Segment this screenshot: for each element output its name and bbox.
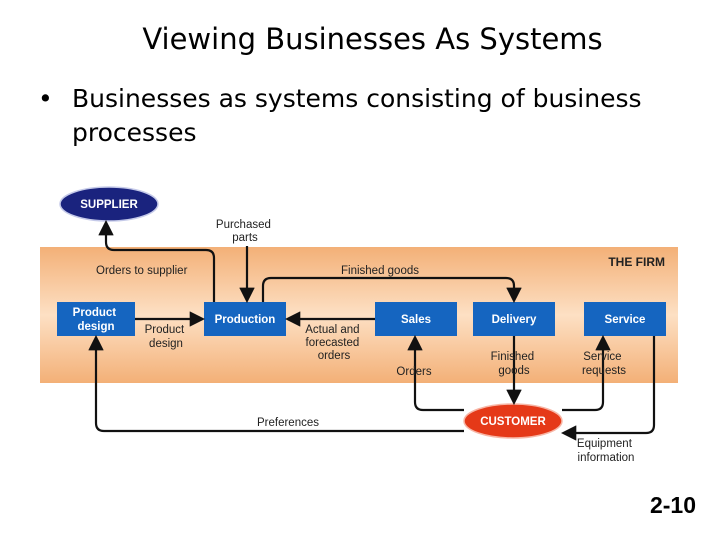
delivery-label: Delivery — [492, 314, 537, 326]
service-label: Service — [605, 314, 646, 326]
service-requests-label-line-1: Service — [583, 351, 621, 363]
actual-forecasted-orders-label: Actual and forecasted orders — [305, 324, 363, 362]
slide-title: Viewing Businesses As Systems — [142, 22, 603, 56]
sales-node[interactable] — [375, 302, 457, 336]
purchased-parts-label-line-2: parts — [232, 232, 258, 244]
production-node[interactable] — [204, 302, 286, 336]
orders-arrow — [407, 334, 464, 412]
firm-band — [40, 247, 678, 383]
production-label: Production — [215, 314, 276, 326]
finished-goods-bottom-label-line-1: Finished — [491, 351, 534, 363]
bullet-text: Businesses as systems consisting of busi… — [72, 84, 642, 147]
purchased-parts-label: Purchased parts — [216, 219, 274, 244]
equipment-information-label-line-2: information — [578, 452, 635, 464]
sales-label: Sales — [401, 314, 431, 326]
preferences-label: Preferences — [257, 417, 319, 429]
actual-forecasted-orders-label-line-2: forecasted — [306, 337, 360, 349]
customer-label: CUSTOMER — [480, 416, 546, 428]
product-design-flow-label: Product design — [145, 324, 188, 350]
equipment-information-label-line-1: Equipment — [577, 438, 633, 450]
actual-forecasted-orders-label-line-3: orders — [318, 350, 351, 362]
equipment-information-arrow — [560, 336, 656, 441]
bullet-dot: • — [38, 84, 53, 113]
product-design-label-line-1: Product — [73, 307, 117, 319]
service-node[interactable] — [584, 302, 666, 336]
orders-to-supplier-arrow — [98, 219, 216, 302]
service-requests-arrow — [562, 334, 611, 412]
product-design-label-line-2: design — [77, 321, 114, 333]
preferences-arrow — [88, 334, 464, 433]
orders-label: Orders — [396, 366, 431, 378]
equipment-information-label: Equipment information — [577, 438, 635, 464]
delivery-node[interactable] — [473, 302, 555, 336]
firm-label: THE FIRM — [608, 255, 665, 269]
orders-to-supplier-label: Orders to supplier — [96, 265, 188, 277]
page-number: 2-10 — [649, 492, 696, 518]
finished-goods-top-label: Finished goods — [341, 265, 419, 277]
product-design-flow-label-line-2: design — [149, 338, 183, 350]
purchased-parts-label-line-1: Purchased — [216, 219, 271, 231]
product-design-node[interactable] — [57, 302, 135, 336]
supplier-label: SUPPLIER — [80, 199, 138, 211]
finished-goods-bottom-label-line-2: goods — [498, 365, 530, 377]
actual-forecasted-orders-label-line-1: Actual and — [305, 324, 359, 336]
product-design-label: Product design — [73, 307, 120, 333]
finished-goods-top-arrow — [261, 276, 522, 304]
product-design-flow-label-line-1: Product — [145, 324, 185, 336]
service-requests-label-line-2: requests — [582, 365, 626, 377]
finished-goods-bottom-label: Finished goods — [491, 351, 538, 377]
service-requests-label: Service requests — [582, 351, 626, 377]
